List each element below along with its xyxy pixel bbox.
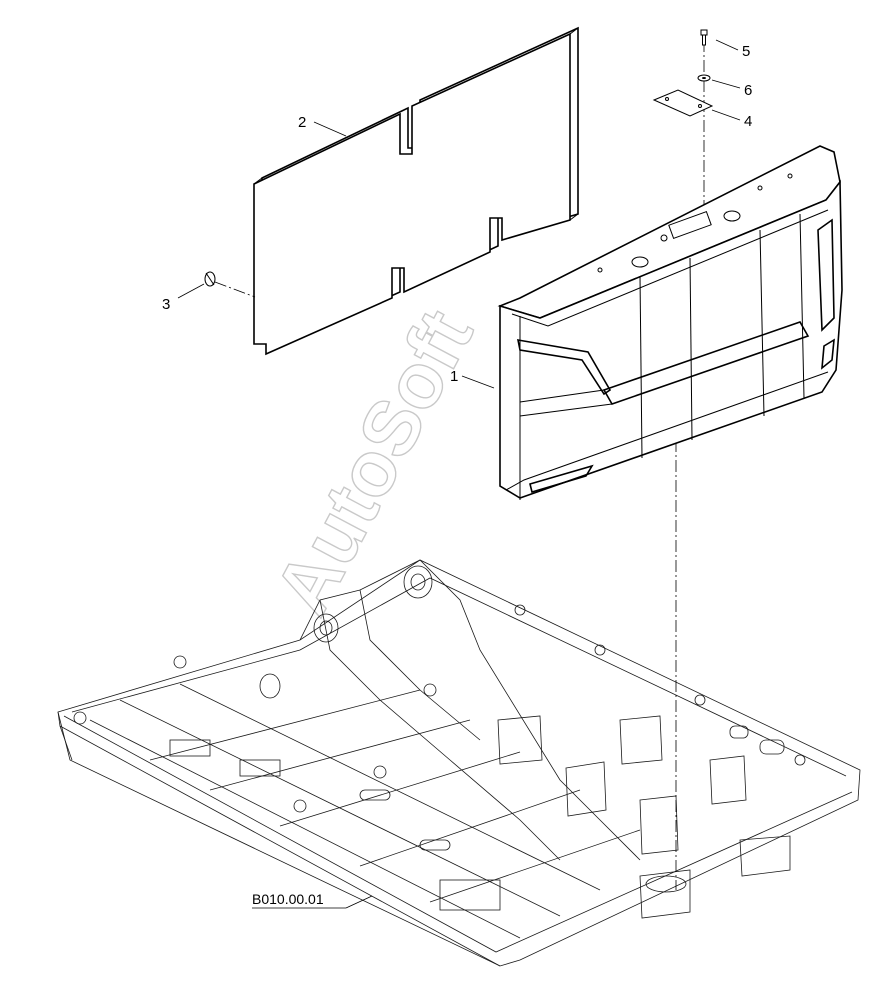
washer-part-6 (697, 74, 711, 82)
upper-frame (57, 559, 861, 967)
callout-part-3: 3 (162, 296, 170, 313)
bolt-part-5 (700, 29, 708, 46)
panel-part-2 (253, 26, 579, 356)
callout-part-2: 2 (298, 114, 306, 131)
callout-part-6: 6 (744, 82, 752, 99)
leader-lines (177, 39, 741, 909)
counterweight-part-1 (497, 145, 843, 500)
callout-part-1: 1 (450, 368, 458, 385)
watermark-text: AutoSoft (257, 296, 489, 628)
callout-part-5: 5 (742, 43, 750, 60)
callout-part-4: 4 (744, 113, 752, 130)
reference-label: B010.00.01 (252, 891, 324, 907)
fastener-part-3 (204, 271, 256, 298)
cover-plate-part-4 (652, 89, 714, 117)
